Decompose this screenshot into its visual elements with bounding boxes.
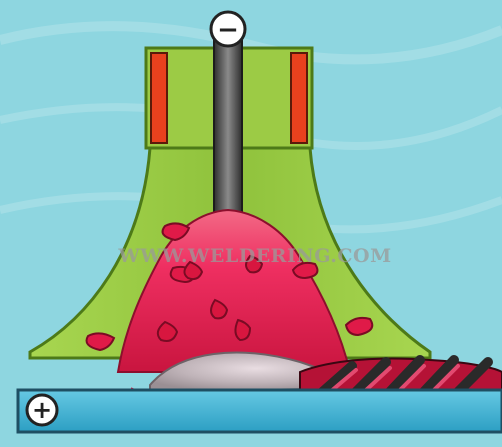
positive-terminal-symbol: +	[32, 396, 52, 424]
positive-terminal: +	[27, 395, 57, 425]
watermark: WWW.WELDERING.COM	[117, 245, 391, 267]
negative-terminal: −	[211, 12, 245, 46]
negative-terminal-symbol: −	[217, 15, 239, 45]
workpiece	[18, 390, 502, 432]
contact-tip-left	[151, 53, 167, 143]
electrode-wire	[214, 40, 242, 220]
contact-tip-right	[291, 53, 307, 143]
